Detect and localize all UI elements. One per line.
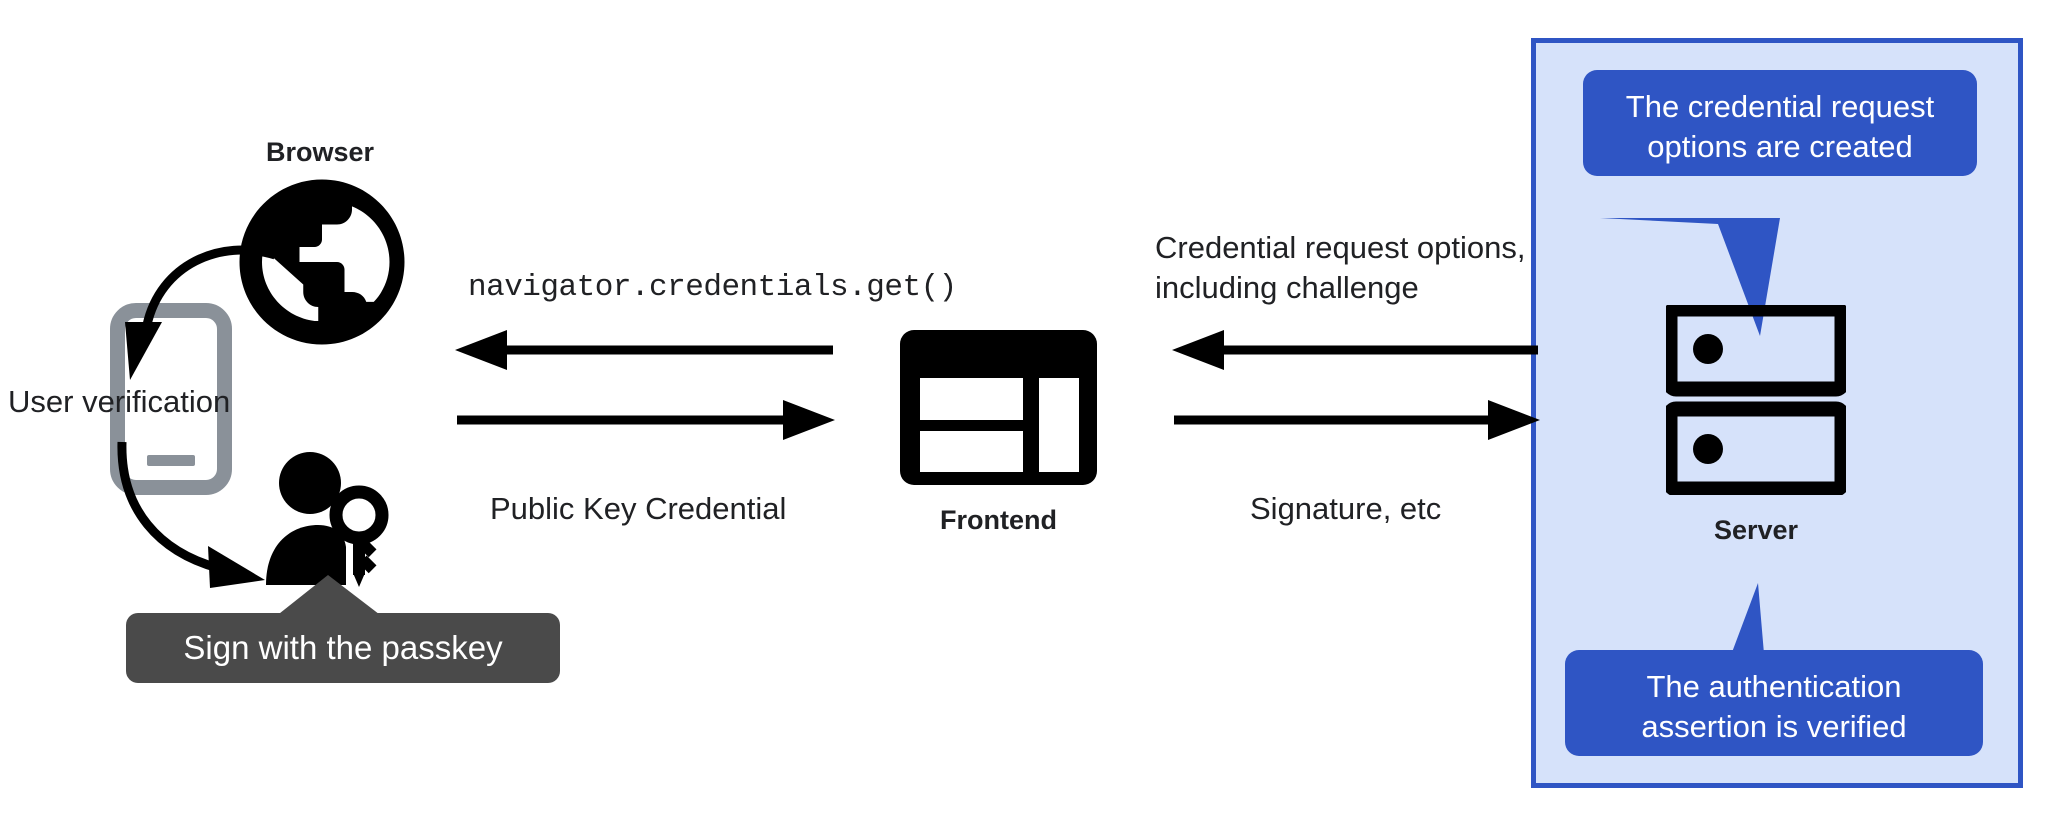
navigator-credentials-get-label: navigator.credentials.get()	[468, 270, 957, 305]
signature-etc-label: Signature, etc	[1250, 491, 1442, 526]
credential-request-options-label-line2: including challenge	[1155, 270, 1419, 305]
phone-to-user-arrow	[100, 440, 320, 625]
server-bottom-callout-line1: The authentication	[1646, 669, 1902, 704]
mobile-phone-icon	[110, 303, 232, 495]
frontend-label: Frontend	[940, 505, 1057, 535]
server-top-callout-line1: The credential request	[1625, 89, 1935, 124]
server-label: Server	[1713, 515, 1799, 545]
browser-to-phone-arrow	[100, 230, 320, 415]
server-rack-icon	[1662, 301, 1850, 497]
credential-request-options-label-line1: Credential request options,	[1155, 230, 1526, 265]
browser-label: Browser	[265, 137, 375, 167]
server-bottom-callout-line2: assertion is verified	[1641, 709, 1907, 745]
user-verification-label: User verification	[8, 384, 231, 419]
person-with-key-icon	[262, 443, 392, 593]
server-to-frontend-arrow	[1172, 330, 1540, 375]
public-key-credential-label: Public Key Credential	[490, 491, 787, 526]
browser-globe-icon	[232, 172, 412, 352]
frontend-to-browser-arrow	[455, 330, 835, 375]
server-top-callout: The credential request options are creat…	[1583, 70, 1977, 176]
frontend-web-layout-icon	[900, 330, 1097, 485]
passkey-tooltip: Sign with the passkey	[126, 613, 560, 683]
server-top-callout-line2: options are created	[1647, 129, 1913, 165]
server-bottom-callout: The authentication assertion is verified	[1565, 650, 1983, 756]
frontend-to-server-arrow	[1172, 400, 1540, 445]
browser-to-frontend-arrow	[455, 400, 835, 445]
phone-home-bar	[147, 455, 195, 466]
